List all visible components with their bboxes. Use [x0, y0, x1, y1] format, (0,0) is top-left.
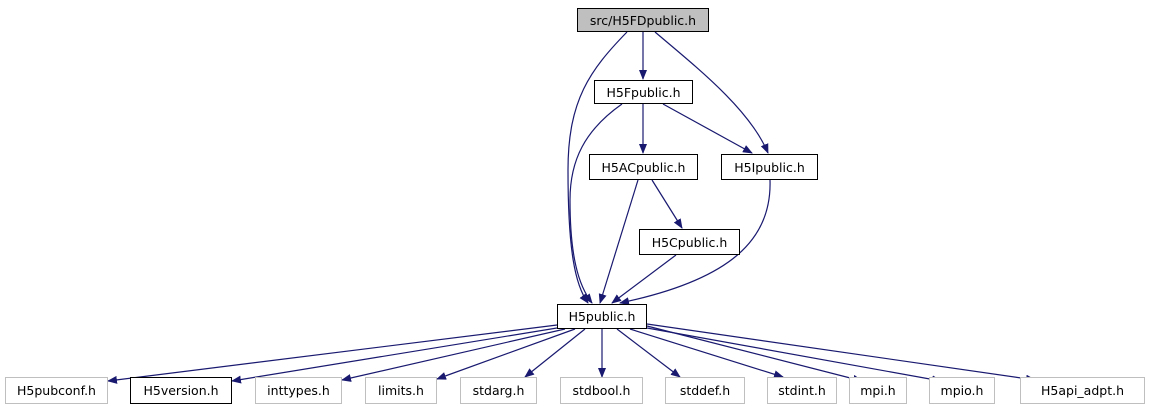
edge-h5ac-to-h5public — [598, 179, 639, 304]
edge-root-to-h5i — [654, 31, 769, 154]
node-stdbool: stdbool.h — [560, 377, 643, 404]
edge-h5public-to-stddef — [616, 328, 681, 378]
node-mpi: mpi.h — [849, 377, 907, 404]
edge-root-to-h5public — [567, 31, 628, 304]
edge-h5f-to-h5i — [662, 103, 753, 154]
node-h5fpublic[interactable]: H5Fpublic.h — [594, 80, 693, 104]
edge-h5ac-to-h5c — [651, 179, 683, 229]
node-h5pubconf: H5pubconf.h — [5, 377, 108, 404]
edge-h5c-to-h5public — [611, 254, 677, 304]
node-h5ipublic[interactable]: H5Ipublic.h — [721, 154, 818, 180]
node-stdarg: stdarg.h — [460, 377, 537, 404]
edge-h5i-to-h5public — [619, 179, 771, 306]
edge-h5public-to-stdint — [629, 328, 784, 379]
node-h5public[interactable]: H5public.h — [557, 304, 647, 329]
edge-h5public-to-h5pubconf — [107, 324, 558, 384]
node-inttypes: inttypes.h — [255, 377, 342, 404]
node-h5version[interactable]: H5version.h — [130, 377, 232, 404]
node-stddef: stddef.h — [665, 377, 745, 404]
node-h5api-adpt: H5api_adpt.h — [1020, 377, 1145, 404]
edge-h5public-to-mpi — [646, 325, 863, 383]
edge-h5public-to-h5api_adpt — [646, 323, 1036, 383]
edge-h5public-to-mpio — [646, 327, 942, 384]
node-mpio: mpio.h — [929, 377, 995, 404]
edge-h5public-to-stdarg — [524, 328, 586, 378]
node-h5acpublic[interactable]: H5ACpublic.h — [589, 154, 698, 180]
node-src-h5fdpublic[interactable]: src/H5FDpublic.h — [577, 8, 709, 32]
node-stdint: stdint.h — [767, 377, 837, 404]
edge-h5public-to-h5version — [231, 327, 558, 384]
node-limits: limits.h — [365, 377, 437, 404]
node-h5cpublic[interactable]: H5Cpublic.h — [639, 229, 740, 255]
edge-h5public-to-limits — [436, 328, 576, 380]
edge-h5public-to-inttypes — [341, 328, 566, 382]
edge-h5f-to-h5public — [569, 103, 623, 304]
